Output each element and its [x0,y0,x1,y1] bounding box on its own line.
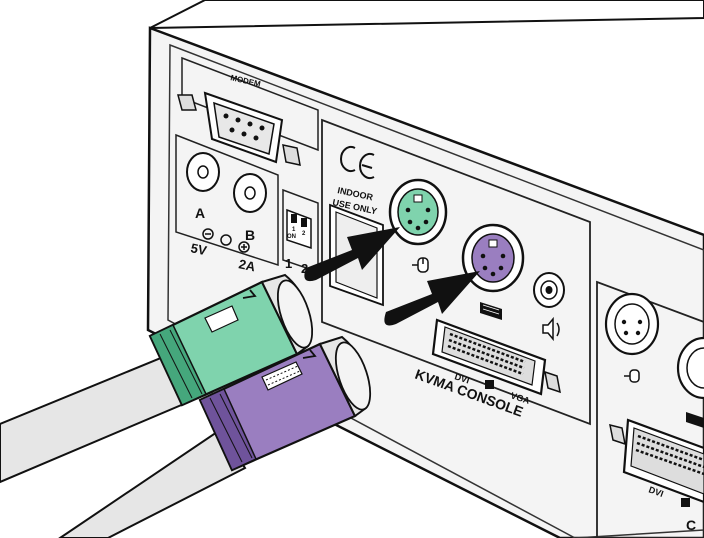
port-b-jack[interactable] [234,174,266,212]
right-dvi-switch[interactable] [681,498,690,507]
port-a-jack[interactable] [187,153,219,191]
port-a-label: A [195,205,205,221]
mouse-ps2-port[interactable] [390,180,446,244]
keyboard-ps2-port[interactable] [463,225,523,291]
right-section-partial-label: C [686,517,696,533]
dip-number-1-label: 1 [285,256,292,271]
keyboard-cable [60,430,245,538]
port-b-label: B [245,227,255,243]
dip-on-label: ON [287,234,296,240]
right-mouse-port[interactable] [606,294,658,354]
audio-jack[interactable] [534,273,564,307]
dvi-vga-switch[interactable] [485,380,494,389]
